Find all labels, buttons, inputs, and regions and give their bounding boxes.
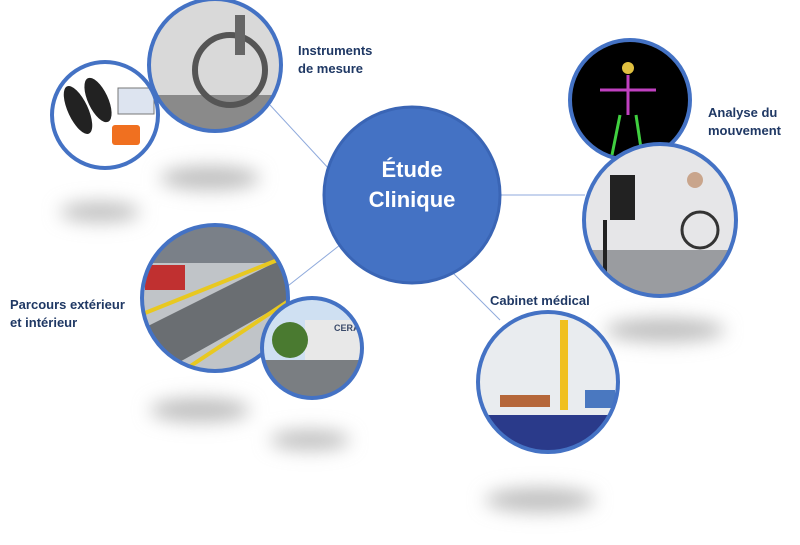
photo-skeleton bbox=[570, 40, 690, 160]
central-title-line1: Étude bbox=[381, 157, 443, 182]
label-line: Parcours extérieur bbox=[10, 297, 125, 312]
label-line: mouvement bbox=[708, 123, 781, 138]
label-line: Analyse du bbox=[708, 105, 778, 120]
cerah-sign: CERAH bbox=[334, 323, 366, 333]
label-line: de mesure bbox=[298, 61, 364, 76]
label-line: Instruments bbox=[298, 43, 373, 58]
label-mouvement: Analyse du mouvement bbox=[708, 104, 781, 140]
label-cabinet: Cabinet médical bbox=[490, 292, 590, 310]
label-line: Cabinet médical bbox=[490, 293, 590, 308]
central-title-line2: Clinique bbox=[368, 187, 456, 212]
photo-motion-analysis bbox=[584, 144, 736, 296]
central-title: Étude Clinique bbox=[324, 155, 500, 215]
photo-cerah-building: CERAH bbox=[262, 298, 366, 398]
photo-insoles bbox=[52, 62, 158, 168]
label-instruments: Instruments de mesure bbox=[298, 42, 372, 78]
label-parcours: Parcours extérieur et intérieur bbox=[10, 296, 125, 332]
shadows bbox=[60, 166, 725, 512]
label-line: et intérieur bbox=[10, 315, 78, 330]
central-circle bbox=[322, 105, 502, 285]
